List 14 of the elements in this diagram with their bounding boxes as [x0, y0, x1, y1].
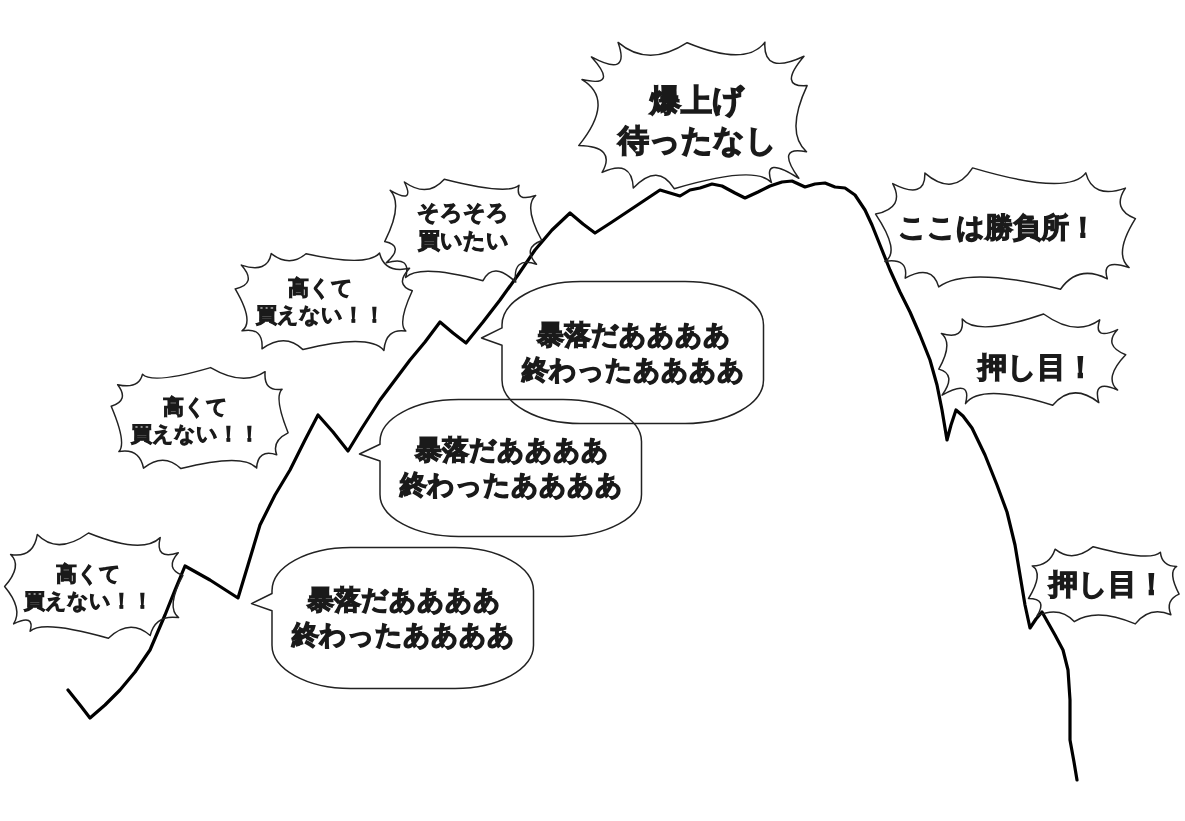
bubble-text: 高くて買えない！！ — [255, 275, 385, 329]
speech-bubble — [480, 280, 765, 425]
speech-bubble — [250, 546, 535, 690]
bubble-text: 高くて買えない！！ — [23, 561, 153, 615]
bubble-text: そろそろ買いたい — [417, 198, 509, 255]
bubble-text: 暴落だああああ終わったああああ — [292, 583, 515, 652]
speech-bubble — [358, 398, 643, 538]
bubble-text: 暴落だああああ終わったああああ — [400, 433, 623, 502]
bubble-text: 押し目！ — [977, 349, 1095, 387]
bubble-text: ここは勝負所！ — [897, 210, 1097, 246]
bubble-text: 押し目！ — [1048, 566, 1166, 604]
bubble-text: 爆上げ待ったなし — [617, 81, 777, 160]
bubble-text: 高くて買えない！！ — [130, 394, 260, 448]
bubble-text: 暴落だああああ終わったああああ — [522, 317, 745, 387]
